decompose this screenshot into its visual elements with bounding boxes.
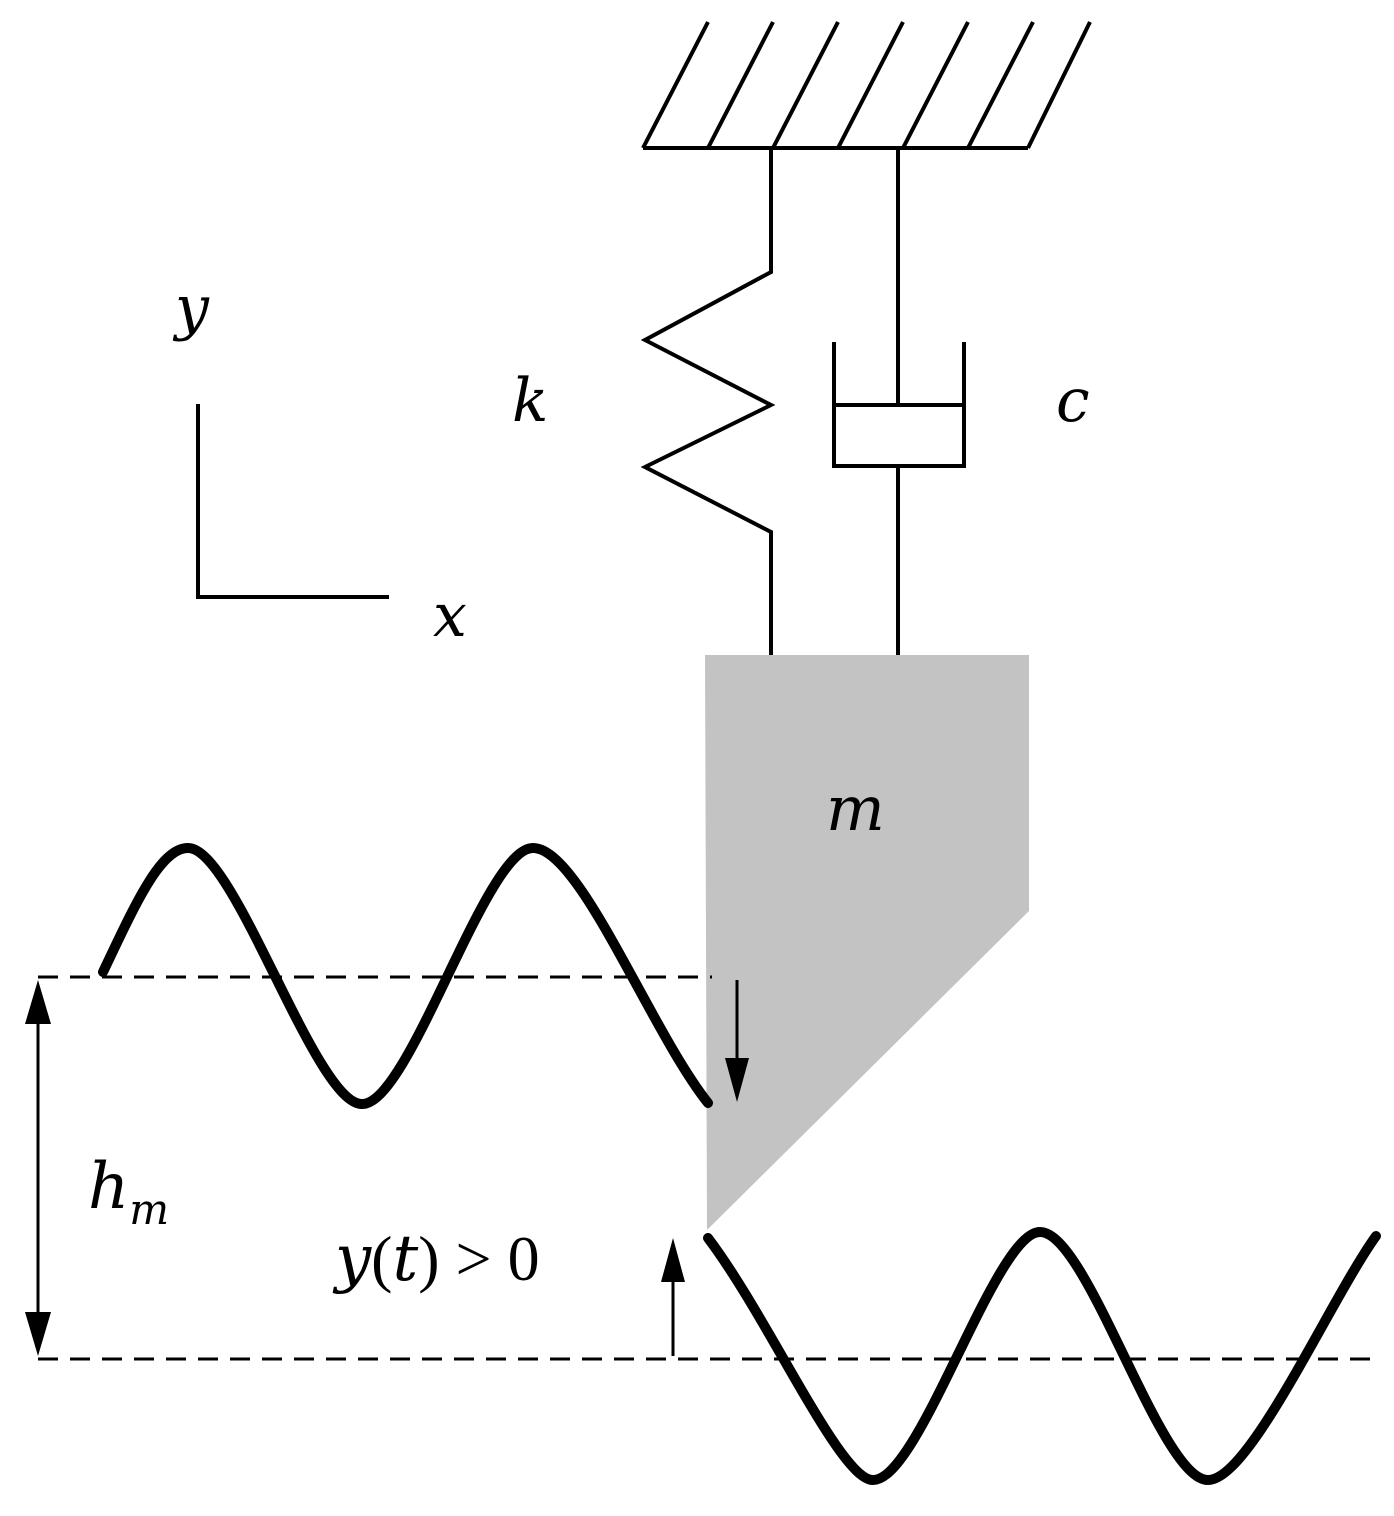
spring-stiffness-label: k <box>512 366 548 436</box>
support-hatch <box>1026 21 1092 149</box>
downward-displacement-arrow <box>725 980 749 1102</box>
spring <box>640 148 776 660</box>
depth-double-arrow <box>25 980 51 1356</box>
support-hatch <box>836 21 905 149</box>
mass-label: m <box>826 772 885 845</box>
coordinate-axes <box>196 404 389 599</box>
support-hatch <box>966 21 1035 149</box>
current-surface-wave <box>703 1226 1381 1486</box>
fixed-support <box>641 21 1092 150</box>
damper <box>832 148 966 660</box>
tool-mass <box>705 655 1029 1230</box>
depth-label: hm <box>88 1150 169 1234</box>
upward-displacement-arrow <box>661 1238 685 1356</box>
axis-x-label: x <box>433 581 467 651</box>
support-hatch <box>901 21 970 149</box>
previous-surface-wave <box>98 842 713 1110</box>
support-hatch <box>641 21 710 149</box>
damping-coefficient-label: c <box>1056 366 1090 436</box>
support-hatch <box>706 21 775 149</box>
support-hatch <box>771 21 840 149</box>
axis-y-label: y <box>172 273 210 343</box>
displacement-condition-label: y(t) > 0 <box>332 1222 540 1296</box>
